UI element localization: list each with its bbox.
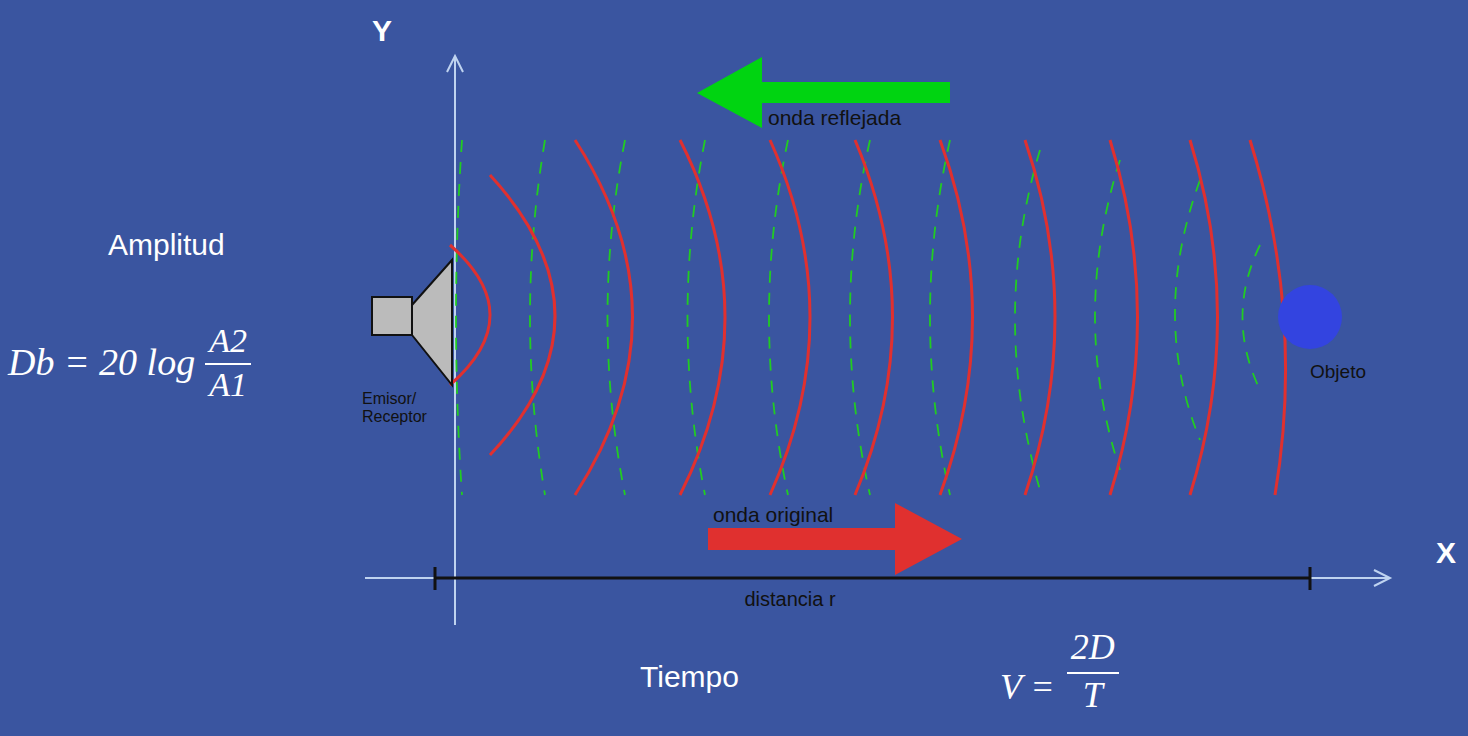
axis-title: Tiempo [640,660,739,693]
node-label: onda original [713,503,833,526]
dimension-label: distancia r [744,588,835,610]
axis-name: X [1436,536,1456,569]
axis-title: Amplitud [108,228,225,261]
speaker-emitter-shape [370,258,455,386]
original-arrow: onda original [708,503,963,576]
fraction-bar [1067,672,1119,674]
fraction-bar [205,363,251,365]
formula-text: Db = 20 log [8,342,195,384]
node-label: onda reflejada [768,106,901,129]
node-label: Emisor/ Receptor [362,390,427,425]
object-circle: Objeto [1278,285,1342,349]
object-circle-shape [1278,285,1342,349]
formula-denominator: A1 [209,366,247,403]
axis-name: Y [372,14,392,47]
formula-text: V = [1000,668,1055,708]
reflected-arrow: onda reflejada [697,57,962,132]
formula-numerator: 2D [1071,628,1115,668]
formula-numerator: A2 [209,322,247,359]
formula-denominator: T [1083,676,1103,716]
node-label: Objeto [1310,362,1366,383]
speaker-emitter: Emisor/ Receptor [370,258,455,386]
